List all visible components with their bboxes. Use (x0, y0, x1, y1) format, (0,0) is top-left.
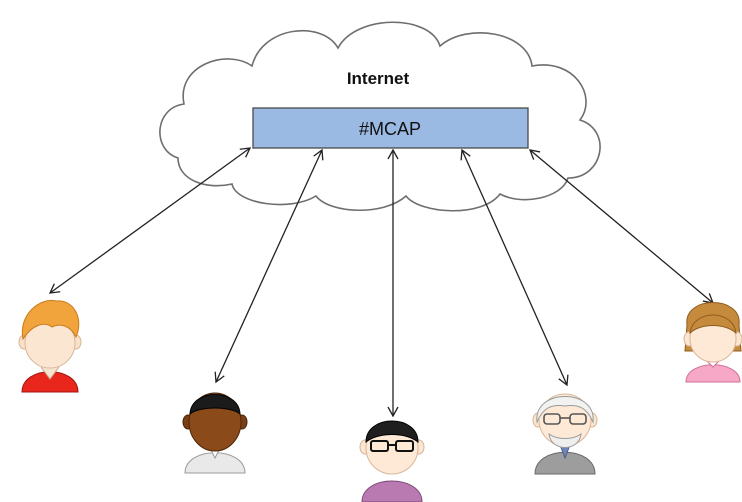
arrow-user-elderly (460, 148, 569, 387)
mcap-box (252, 107, 529, 149)
arrow-user-dark (214, 148, 324, 384)
arrow-user-red (48, 147, 252, 294)
user-red-shirt-icon (18, 299, 82, 393)
user-glasses-icon (359, 420, 425, 502)
connection-arrows (48, 147, 715, 418)
arrow-user-pink (528, 149, 715, 304)
cloud-title: Internet (347, 69, 410, 88)
user-elderly-icon (532, 393, 598, 475)
mcap-label: #MCAP (359, 119, 421, 139)
user-dark-skin-icon (182, 392, 248, 474)
user-pink-shirt-icon (683, 302, 742, 383)
